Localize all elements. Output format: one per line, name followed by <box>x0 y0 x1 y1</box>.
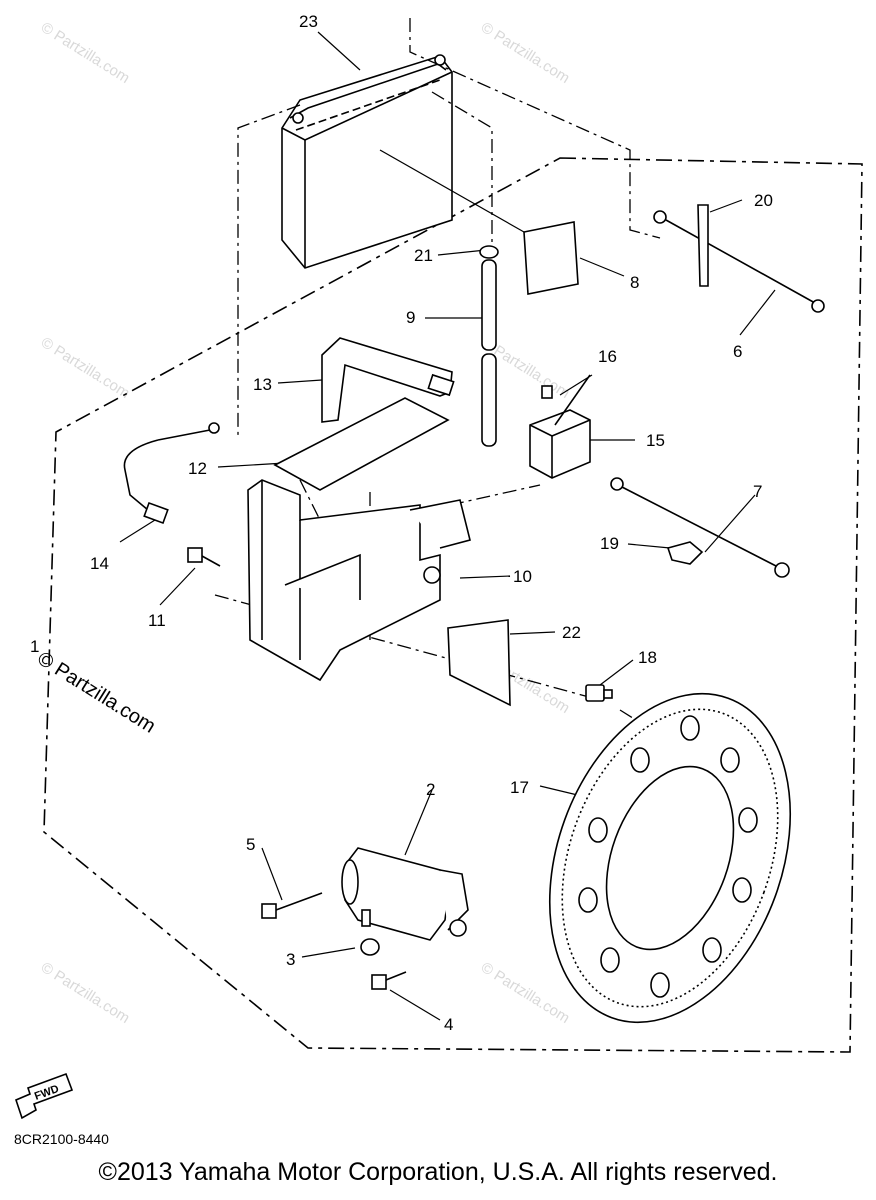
clip-21 <box>479 245 499 259</box>
cable-cover-20 <box>697 204 709 287</box>
callout-2: 2 <box>426 780 435 799</box>
plate-22 <box>447 619 511 707</box>
callout-18: 18 <box>638 648 657 667</box>
watermark: © Partzilla.com <box>478 19 573 87</box>
callout-16: 16 <box>598 347 617 366</box>
rubber-sheet-12 <box>273 397 450 491</box>
callout-3: 3 <box>286 950 295 969</box>
battery-cable-6 <box>653 204 825 313</box>
cable-7 <box>610 477 790 578</box>
bolt-5 <box>261 892 323 919</box>
callout-7: 7 <box>753 482 762 501</box>
starter-motor-2 <box>341 847 469 941</box>
callout-19: 19 <box>600 534 619 553</box>
callout-15: 15 <box>646 431 665 450</box>
callout-6: 6 <box>733 342 742 361</box>
watermark: © Partzilla.com <box>38 959 133 1027</box>
o-ring-3 <box>360 938 380 956</box>
watermark: © Partzilla.com <box>38 19 133 87</box>
fuse-8 <box>523 221 579 295</box>
callout-13: 13 <box>253 375 272 394</box>
callout-8: 8 <box>630 273 639 292</box>
callout-9: 9 <box>406 308 415 327</box>
bolt-4 <box>371 971 407 990</box>
watermark: © Partzilla.com <box>478 959 573 1027</box>
callout-12: 12 <box>188 459 207 478</box>
watermark-main: © Partzilla.com <box>33 648 159 738</box>
callout-23: 23 <box>299 12 318 31</box>
clamp-19 <box>666 541 704 565</box>
battery-23 <box>281 54 453 269</box>
callout-22: 22 <box>562 623 581 642</box>
callout-14: 14 <box>90 554 109 573</box>
bolt-11 <box>187 547 221 567</box>
callout-10: 10 <box>513 567 532 586</box>
bolt-16 <box>541 385 553 399</box>
ring-gear-17 <box>548 692 792 1024</box>
lead-wire-14 <box>123 422 220 525</box>
ring-gear-holes <box>578 715 758 998</box>
callout-17: 17 <box>510 778 529 797</box>
part-code: 8CR2100-8440 <box>14 1131 109 1147</box>
callout-4: 4 <box>444 1015 453 1034</box>
starter-relay-15 <box>529 374 591 479</box>
bolt-18 <box>585 684 613 702</box>
callout-1: 1 <box>30 637 39 656</box>
callout-20: 20 <box>754 191 773 210</box>
watermark: © Partzilla.com <box>38 334 133 402</box>
battery-band-13 <box>321 337 455 423</box>
callout-numbers: 1 2 3 4 5 6 7 8 9 10 11 12 13 14 15 16 1… <box>30 12 773 1034</box>
callout-5: 5 <box>246 835 255 854</box>
breather-tube-9 <box>479 245 499 447</box>
fwd-arrow-icon: FWD <box>15 1072 74 1120</box>
callout-leaders <box>119 31 776 1021</box>
callout-11: 11 <box>148 611 166 630</box>
assembly-boundary <box>43 157 863 1053</box>
copyright-notice: ©2013 Yamaha Motor Corporation, U.S.A. A… <box>98 1158 778 1186</box>
callout-21: 21 <box>414 246 433 265</box>
battery-box-10 <box>247 479 471 682</box>
